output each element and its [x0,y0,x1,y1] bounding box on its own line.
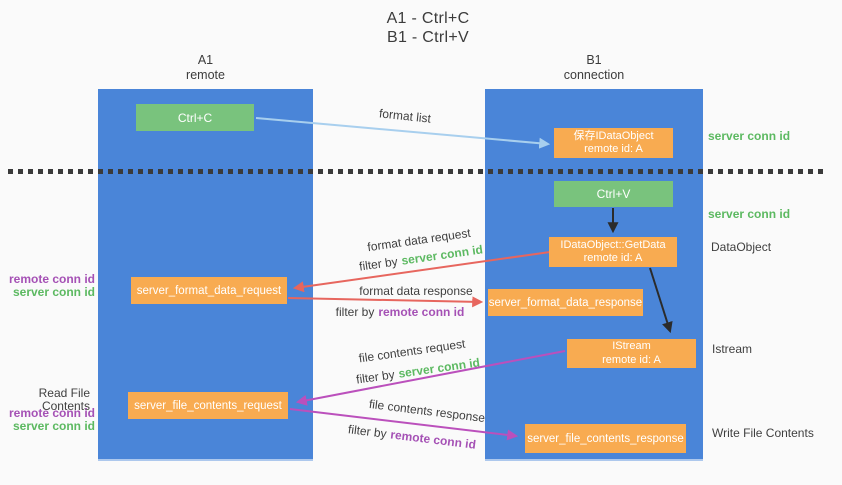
filter-by-text: filter by [347,422,388,441]
save-idataobject-box: 保存IDataObject remote id: A [554,128,673,158]
format-data-response-label: format data response [359,284,473,298]
istream-line1: IStream [612,340,651,352]
filter-by-text: filter by [358,254,399,274]
file-contents-response-label: file contents response [368,396,486,426]
remote-conn-id-text: remote conn id [378,305,465,319]
server-conn-id-annotation: server conn id [12,419,95,433]
ctrl-v-box: Ctrl+V [554,181,673,207]
getdata-line1: IDataObject::GetData [560,238,666,251]
server-format-data-response-box: server_format_data_response [488,289,643,316]
lifeline-b1-role: connection [563,68,625,82]
save-idataobject-line2: remote id: A [584,143,643,155]
istream-line2: remote id: A [602,353,661,366]
idataobject-getdata-box: IDataObject::GetData remote id: A [549,237,677,267]
format-data-response-arrow [287,296,484,308]
server-file-contents-request-box: server_file_contents_request [128,392,288,419]
read-file-contents-annotation: Read File Contents [38,386,90,413]
server-conn-id-annotation-top: server conn id [708,129,791,143]
server-format-data-request-box: server_format_data_request [131,277,287,304]
getdata-line2: remote id: A [583,252,643,264]
remote-conn-id-text: remote conn id [389,427,477,452]
lifeline-b1-name: B1 [586,53,602,67]
istream-annotation: Istream [712,342,753,356]
lifeline-a1-role: remote [186,68,225,82]
write-file-contents-annotation: Write File Contents [712,426,814,440]
title-line-a1: A1 - Ctrl+C [386,10,470,27]
format-list-label: format list [378,106,432,126]
remote-conn-id-annotation: remote conn id [8,406,95,420]
conn-id-annotation-file: remote conn id server conn id [0,407,95,433]
lifeline-header-a1: A1 remote [98,53,313,83]
title-line-b1: B1 - Ctrl+V [387,29,469,46]
filter-by-text: filter by [335,305,375,319]
filter-by-text: filter by [355,367,396,387]
dataobject-annotation: DataObject [711,240,772,254]
ctrl-c-box: Ctrl+C [136,104,254,131]
diagram-title: A1 - Ctrl+C B1 - Ctrl+V [387,9,470,47]
lifeline-a1-name: A1 [197,53,214,67]
server-conn-id-text: server conn id [397,355,481,381]
server-conn-id-annotation-mid: server conn id [708,207,791,221]
server-file-contents-response-box: server_file_contents_response [525,424,686,453]
lifeline-header-b1: B1 connection [485,53,703,83]
istream-box: IStream remote id: A [567,339,696,368]
machine-separator-dotted-line [8,169,828,174]
remote-conn-id-annotation: remote conn id [8,272,95,286]
server-conn-id-annotation: server conn id [12,285,95,299]
save-idataobject-line1: 保存IDataObject [573,129,654,142]
conn-id-annotation-format: remote conn id server conn id [0,273,95,299]
